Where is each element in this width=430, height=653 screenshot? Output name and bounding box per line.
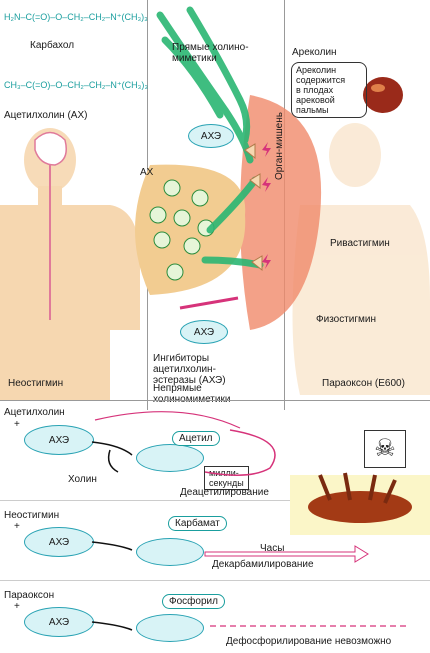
indirect-agonists-label: Непрямые холиномиметики: [153, 383, 230, 405]
row2-plus: +: [14, 521, 20, 532]
target-organ-label: Орган-мишень: [274, 112, 285, 180]
row2-ache-complex: [136, 538, 204, 566]
row3-plus: +: [14, 601, 20, 612]
row3-ache-complex: [136, 614, 204, 642]
row3-process: Дефосфорилирование невозможно: [226, 636, 392, 647]
row3-ache: АХЭ: [24, 607, 94, 637]
arecoline-name: Ареколин: [292, 47, 337, 58]
ache-enzyme-top: АХЭ: [188, 124, 234, 148]
human-torso-right: [292, 123, 430, 395]
nerve-ending-shape: [135, 164, 246, 295]
direct-agonists-label: Прямые холино- миметики: [172, 42, 249, 64]
skull-icon: ☠: [364, 430, 406, 468]
areca-nut: [363, 77, 403, 113]
row3-arrows: [91, 621, 410, 631]
paraoxon-name: Параоксон (Е600): [322, 378, 405, 389]
poisoned-beetle: [290, 472, 430, 535]
carbachol-name: Карбахол: [30, 40, 75, 51]
neostigmine-name: Неостигмин: [8, 378, 64, 389]
physostigmine-name: Физостигмин: [316, 314, 377, 325]
row-divider-2: [0, 580, 430, 581]
row1-ache: АХЭ: [24, 425, 94, 455]
row1-time: милли- секунды: [204, 466, 249, 490]
ach-name: Ацетилхолин (АХ): [4, 110, 88, 121]
row2-process: Декарбамилирование: [212, 559, 314, 570]
row-divider-1: [0, 500, 430, 501]
row1-ache-complex: [136, 444, 204, 472]
row2-agent: Неостигмин: [4, 510, 60, 521]
carbachol-formula: H₂N–C(=O)–O–CH₂–CH₂–N⁺(CH₃)₃: [4, 12, 148, 22]
human-torso-left: [0, 128, 140, 400]
row2-arrows: [91, 541, 369, 563]
inhibitors-label: Ингибиторы ацетилхолин- эстеразы (АХЭ): [153, 353, 226, 386]
row3-agent: Параоксон: [4, 590, 55, 601]
row1-group: Ацетил: [172, 431, 220, 446]
row2-time: Часы: [260, 543, 285, 554]
rivastigmine-name: Ривастигмин: [330, 238, 390, 249]
row1-process: Деацетилирование: [180, 487, 269, 498]
target-organ-shape: [240, 95, 322, 330]
row1-byproduct: Холин: [68, 474, 97, 485]
row1-plus: +: [14, 419, 20, 430]
row1-arrows: [91, 411, 276, 476]
top-illustration: [0, 6, 430, 400]
row3-group: Фосфорил: [162, 594, 225, 609]
ax-label: АХ: [140, 167, 154, 178]
row2-group: Карбамат: [168, 516, 227, 531]
row1-agent: Ацетилхолин: [4, 407, 65, 418]
ache-enzyme-mid: АХЭ: [180, 320, 228, 344]
section-divider: [0, 400, 430, 401]
row2-ache: АХЭ: [24, 527, 94, 557]
ach-formula: CH₃–C(=O)–O–CH₂–CH₂–N⁺(CH₃)₃: [4, 80, 148, 90]
arecoline-note: Ареколин содержится в плодах арековой па…: [291, 62, 367, 118]
